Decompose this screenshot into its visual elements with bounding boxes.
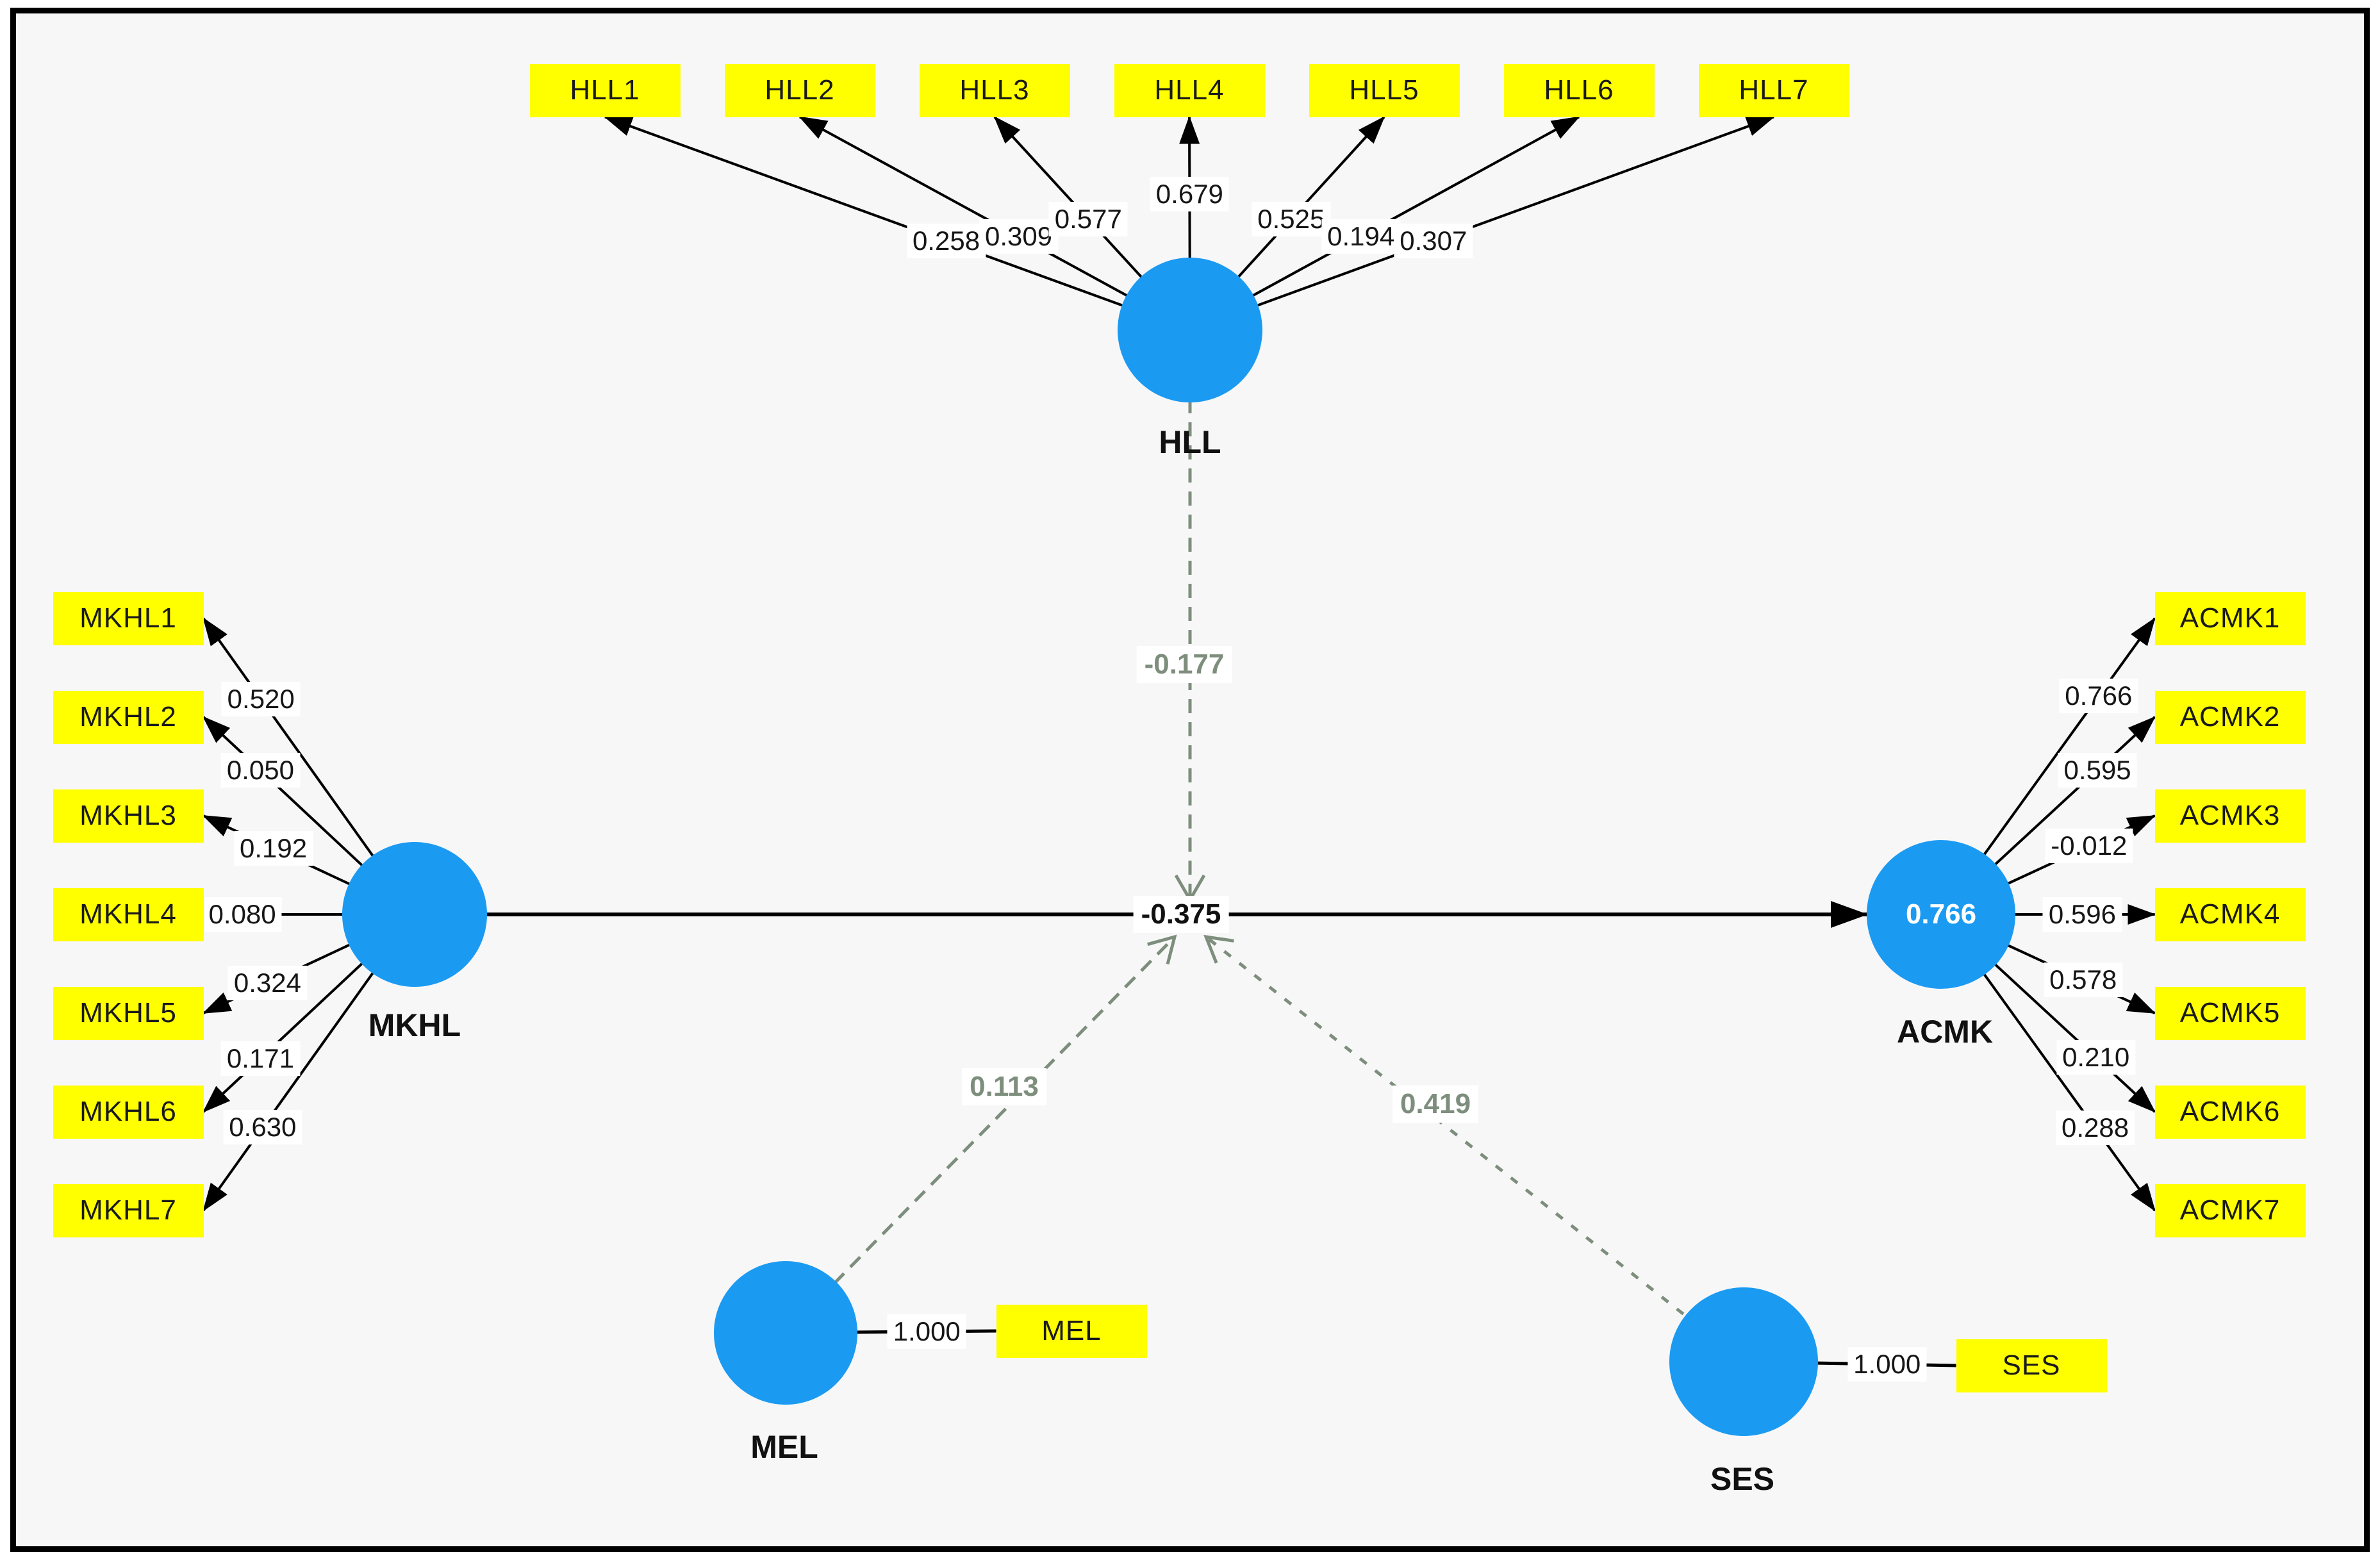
indicator-box-hll3[interactable]: HLL3 bbox=[919, 63, 1070, 117]
indicator-box-mkhl4[interactable]: MKHL4 bbox=[53, 888, 204, 941]
indicator-box-acmk5[interactable]: ACMK5 bbox=[2154, 986, 2306, 1040]
moderation-line-mel-mod bbox=[784, 934, 1177, 1334]
loading-label-hll1: 0.258 bbox=[906, 224, 986, 259]
indicator-box-hll2[interactable]: HLL2 bbox=[724, 63, 875, 117]
loading-label-acmk1: 0.766 bbox=[2059, 679, 2138, 714]
loading-label-acmk4: 0.596 bbox=[2042, 897, 2122, 932]
indicator-box-acmk4[interactable]: ACMK4 bbox=[2154, 888, 2306, 941]
indicator-box-hll1[interactable]: HLL1 bbox=[529, 63, 681, 117]
indicator-box-mkhl2[interactable]: MKHL2 bbox=[53, 690, 204, 744]
indicator-box-acmk1[interactable]: ACMK1 bbox=[2154, 591, 2306, 645]
indicator-box-hll4[interactable]: HLL4 bbox=[1114, 63, 1265, 117]
loading-label-hll4: 0.679 bbox=[1150, 177, 1229, 212]
loading-label-mkhl6: 0.171 bbox=[220, 1041, 300, 1076]
indicator-box-hll6[interactable]: HLL6 bbox=[1503, 63, 1655, 117]
indicator-box-mkhl3[interactable]: MKHL3 bbox=[53, 789, 204, 843]
indicator-box-acmk6[interactable]: ACMK6 bbox=[2154, 1085, 2306, 1139]
indicator-box-acmk7[interactable]: ACMK7 bbox=[2154, 1184, 2306, 1237]
loading-label-hll3: 0.577 bbox=[1048, 202, 1128, 236]
loading-label-hll2: 0.309 bbox=[979, 219, 1059, 254]
loading-label-acmk7: 0.288 bbox=[2055, 1111, 2135, 1146]
loading-label-mkhl5: 0.324 bbox=[227, 966, 307, 1001]
construct-label-hll: HLL bbox=[1159, 424, 1221, 460]
indicator-box-acmk3[interactable]: ACMK3 bbox=[2154, 789, 2306, 843]
indicator-box-mkhl7[interactable]: MKHL7 bbox=[53, 1184, 204, 1237]
indicator-box-hll7[interactable]: HLL7 bbox=[1698, 63, 1849, 117]
loading-label-hll6: 0.194 bbox=[1321, 219, 1401, 254]
indicator-box-mkhl1[interactable]: MKHL1 bbox=[53, 591, 204, 645]
construct-circle-ses[interactable] bbox=[1669, 1287, 1818, 1436]
indicator-box-mkhl5[interactable]: MKHL5 bbox=[53, 986, 204, 1040]
r-squared-value-acmk: 0.766 bbox=[1905, 898, 1977, 930]
measurement-line-hll7 bbox=[1189, 115, 1775, 331]
loading-label-mkhl3: 0.192 bbox=[233, 830, 313, 866]
loading-label-mel: 1.000 bbox=[887, 1314, 966, 1349]
loading-label-acmk3: -0.012 bbox=[2045, 829, 2133, 864]
construct-circle-mkhl[interactable] bbox=[342, 842, 487, 987]
indicator-box-hll5[interactable]: HLL5 bbox=[1309, 63, 1460, 117]
path-coefficient-hll-mod: -0.177 bbox=[1136, 646, 1232, 683]
construct-circle-mel[interactable] bbox=[714, 1261, 857, 1405]
construct-label-mkhl: MKHL bbox=[368, 1007, 461, 1043]
loading-label-mkhl2: 0.050 bbox=[220, 753, 300, 788]
path-coefficient-mkhl-acmk: -0.375 bbox=[1133, 896, 1229, 933]
loading-label-acmk6: 0.210 bbox=[2056, 1040, 2136, 1075]
indicator-box-mkhl6[interactable]: MKHL6 bbox=[53, 1085, 204, 1139]
measurement-line-hll1 bbox=[604, 115, 1191, 331]
construct-label-mel: MEL bbox=[750, 1429, 818, 1465]
loading-label-hll7: 0.307 bbox=[1394, 224, 1473, 259]
construct-circle-hll[interactable] bbox=[1118, 258, 1262, 402]
loading-label-acmk2: 0.595 bbox=[2058, 752, 2137, 788]
construct-label-ses: SES bbox=[1710, 1461, 1775, 1497]
indicator-box-mel[interactable]: MEL bbox=[996, 1304, 1147, 1358]
loading-label-ses: 1.000 bbox=[1847, 1347, 1927, 1382]
loading-label-mkhl7: 0.630 bbox=[223, 1110, 302, 1145]
path-coefficient-ses-mod: 0.419 bbox=[1392, 1086, 1479, 1123]
indicator-box-acmk2[interactable]: ACMK2 bbox=[2154, 690, 2306, 744]
loading-label-mkhl4: 0.080 bbox=[202, 897, 282, 932]
construct-label-acmk: ACMK bbox=[1897, 1014, 1993, 1050]
path-coefficient-mel-mod: 0.113 bbox=[962, 1068, 1046, 1105]
construct-circle-acmk[interactable] bbox=[1867, 840, 2015, 989]
moderation-line-ses-mod bbox=[1203, 934, 1745, 1363]
loading-label-acmk5: 0.578 bbox=[2044, 962, 2123, 998]
indicator-box-ses[interactable]: SES bbox=[1956, 1339, 2107, 1392]
loading-label-mkhl1: 0.520 bbox=[221, 681, 301, 716]
loading-label-hll5: 0.525 bbox=[1252, 201, 1331, 236]
